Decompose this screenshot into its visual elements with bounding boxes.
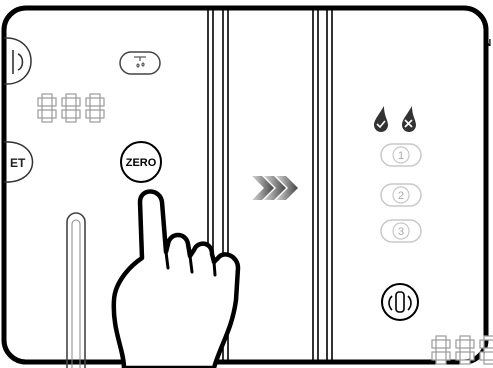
digit-segment — [456, 352, 460, 360]
zero-button-label: ZERO — [126, 157, 157, 169]
digit-segment — [460, 336, 470, 340]
digit-segment — [42, 106, 52, 110]
digit-segment — [432, 352, 436, 360]
digit-segment — [470, 340, 474, 348]
digit-segment — [52, 110, 56, 118]
digit-segment — [446, 340, 450, 348]
digit-segment — [446, 352, 450, 360]
digit-segment — [76, 98, 80, 106]
digit-segment — [38, 110, 42, 118]
digit-segment — [456, 340, 460, 348]
digit-segment — [484, 336, 493, 340]
corner-mark: N — [484, 38, 491, 49]
digit-segment — [86, 110, 90, 118]
digit-segment — [460, 360, 470, 364]
digit-segment — [480, 352, 484, 360]
digit-segment — [76, 110, 80, 118]
digit-segment — [432, 340, 436, 348]
digit-segment — [100, 98, 104, 106]
digit-segment — [484, 348, 493, 352]
digit-segment — [90, 94, 100, 98]
digit-segment — [62, 98, 66, 106]
digit-segment — [42, 94, 52, 98]
digit-segment — [480, 340, 484, 348]
digit-segment — [66, 106, 76, 110]
right-seven-seg-display — [432, 336, 493, 364]
digit-segment — [90, 118, 100, 122]
program-button-2-label: 2 — [398, 190, 404, 202]
program-button-1-label: 1 — [398, 150, 404, 162]
digit-segment — [100, 110, 104, 118]
digit-segment — [470, 352, 474, 360]
digit-segment — [484, 360, 493, 364]
digit-segment — [436, 360, 446, 364]
digit-segment — [66, 94, 76, 98]
water-mode-button[interactable] — [120, 52, 160, 74]
digit-segment — [90, 106, 100, 110]
digit-segment — [86, 98, 90, 106]
digit-segment — [436, 348, 446, 352]
digit-segment — [42, 118, 52, 122]
program-button-3-label: 3 — [398, 226, 404, 238]
left-seven-seg-display — [38, 94, 104, 122]
right-power-cycle-button[interactable] — [382, 284, 418, 320]
digit-segment — [38, 98, 42, 106]
digit-segment — [52, 98, 56, 106]
digit-segment — [62, 110, 66, 118]
digit-segment — [66, 118, 76, 122]
digit-segment — [460, 348, 470, 352]
digit-segment — [436, 336, 446, 340]
set-button-label: ET — [10, 156, 26, 170]
